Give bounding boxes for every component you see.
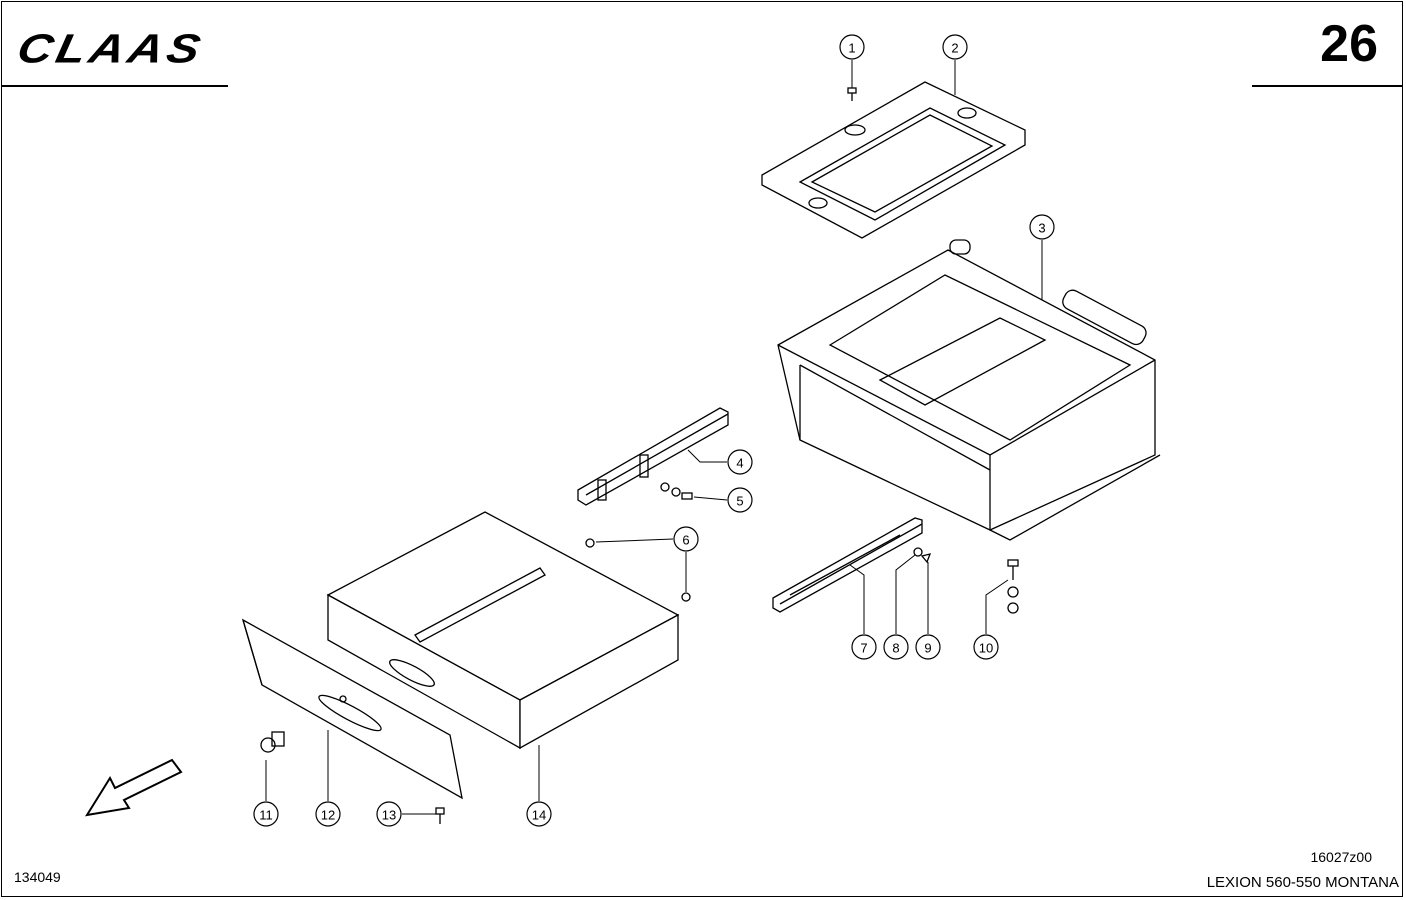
callout-3: 3: [1029, 214, 1055, 240]
callout-11: 11: [253, 801, 279, 827]
part-lock-11: [260, 731, 285, 753]
callout-number: 2: [951, 41, 958, 56]
callout-circle: [883, 634, 909, 660]
callout-number: 8: [892, 641, 899, 656]
callout-number: 10: [979, 641, 993, 656]
part-rail-4: [577, 407, 729, 506]
callout-number: 6: [682, 533, 689, 548]
part-bolt-10: [1007, 559, 1019, 614]
callout-circle: [315, 801, 341, 827]
callout-circle: [253, 801, 279, 827]
model-name: LEXION 560-550 MONTANA: [1206, 874, 1399, 891]
callout-circle: [839, 34, 865, 60]
drawing-id: 134049: [14, 869, 61, 885]
reference-code: 16027z00: [1310, 849, 1372, 865]
callout-circle: [915, 634, 941, 660]
callout-1: 1: [839, 34, 865, 60]
callout-circle: [1029, 214, 1055, 240]
header-divider: [2, 85, 228, 87]
callout-number: 7: [860, 641, 867, 656]
callout-circle: [727, 487, 753, 513]
callout-number: 14: [532, 808, 546, 823]
callout-12: 12: [315, 801, 341, 827]
callout-number: 9: [924, 641, 931, 656]
callout-circle: [942, 34, 968, 60]
callout-14: 14: [526, 801, 552, 827]
callout-circle: [376, 801, 402, 827]
part-drawer: [326, 511, 691, 750]
callout-6: 6: [673, 526, 699, 552]
part-clip-9: [920, 553, 932, 564]
leader-lines: [265, 60, 1043, 815]
callout-number: 4: [736, 456, 743, 471]
callout-number: 5: [736, 494, 743, 509]
page-number-divider: [1252, 85, 1402, 87]
callout-number: 1: [848, 41, 855, 56]
part-front-panel: [241, 618, 463, 800]
part-screw-13: [435, 807, 445, 824]
part-washer-8: [913, 547, 923, 557]
callout-circle: [851, 634, 877, 660]
part-rail-7: [772, 517, 923, 613]
callout-8: 8: [883, 634, 909, 660]
callout-circle: [973, 634, 999, 660]
direction-arrow-icon: [84, 758, 183, 817]
callout-4: 4: [727, 449, 753, 475]
callout-circle: [727, 449, 753, 475]
part-lid: [761, 81, 1026, 239]
part-nuts-5: [660, 482, 693, 500]
callout-number: 11: [259, 808, 273, 823]
page-number: 26: [1320, 15, 1378, 73]
callout-13: 13: [376, 801, 402, 827]
callout-2: 2: [942, 34, 968, 60]
callout-7: 7: [851, 634, 877, 660]
callout-number: 13: [382, 808, 396, 823]
part-screw-1: [847, 87, 857, 101]
part-frame-box: [777, 239, 1161, 541]
callout-number: 12: [321, 808, 335, 823]
callout-circle: [673, 526, 699, 552]
callout-number: 3: [1038, 221, 1045, 236]
callout-circle: [526, 801, 552, 827]
callout-9: 9: [915, 634, 941, 660]
callout-5: 5: [727, 487, 753, 513]
callout-10: 10: [973, 634, 999, 660]
